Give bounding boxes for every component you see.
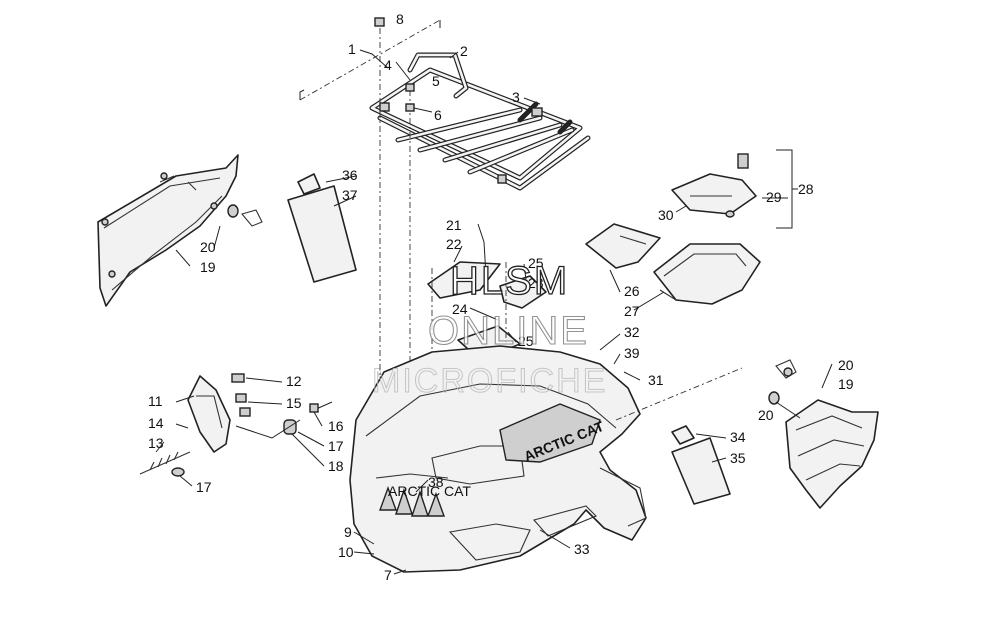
callout-20-left: 20 <box>200 239 216 255</box>
callout-26: 26 <box>624 283 640 299</box>
callout-37: 37 <box>342 187 358 203</box>
callout-24: 24 <box>452 301 468 317</box>
right-side-panel <box>615 359 879 509</box>
callout-7: 7 <box>384 567 392 583</box>
watermark-line-1: HLSM <box>450 259 569 303</box>
callout-28: 28 <box>798 181 814 197</box>
callout-23: 23 <box>528 275 544 291</box>
callout-12: 12 <box>286 373 302 389</box>
callout-14: 14 <box>148 415 164 431</box>
watermark-line-2: ONLINE <box>428 309 589 353</box>
callout-19-left: 19 <box>200 259 216 275</box>
callout-36: 36 <box>342 167 358 183</box>
callout-27: 27 <box>624 303 640 319</box>
left-side-panel <box>97 154 263 307</box>
grille-badge-text: ARCTIC CAT <box>388 483 471 499</box>
callout-9: 9 <box>344 524 352 540</box>
callout-19-right: 19 <box>838 376 854 392</box>
callout-13: 13 <box>148 435 164 451</box>
watermark-line-3: MICROFICHE <box>372 362 607 400</box>
callout-6: 6 <box>434 107 442 123</box>
callout-25-bottom: 25 <box>518 333 534 349</box>
callout-17-lower: 17 <box>196 479 212 495</box>
callout-30: 30 <box>658 207 674 223</box>
callout-4: 4 <box>384 57 392 73</box>
callout-35: 35 <box>730 450 746 466</box>
callout-1: 1 <box>348 41 356 57</box>
callout-2: 2 <box>460 43 468 59</box>
callout-10: 10 <box>338 544 354 560</box>
callout-38: 38 <box>428 474 444 490</box>
callout-15: 15 <box>286 395 302 411</box>
callout-32: 32 <box>624 324 640 340</box>
callout-39: 39 <box>624 345 640 361</box>
headlight-assembly <box>139 373 333 477</box>
callout-11: 11 <box>148 393 163 409</box>
callout-16: 16 <box>328 418 344 434</box>
callout-31: 31 <box>648 372 664 388</box>
leader-lines <box>155 49 833 575</box>
callout-8: 8 <box>396 11 404 27</box>
callout-5: 5 <box>432 73 440 89</box>
callout-22: 22 <box>446 236 462 252</box>
callout-29: 29 <box>766 189 782 205</box>
callout-20-right-top: 20 <box>838 357 854 373</box>
callout-33: 33 <box>574 541 590 557</box>
callout-3: 3 <box>512 89 520 105</box>
callout-21: 21 <box>446 217 462 233</box>
storage-compartment <box>585 149 798 305</box>
front-fender-body: ARCTIC CAT ARCTIC CAT <box>349 345 647 573</box>
callout-17-upper: 17 <box>328 438 344 454</box>
callout-20-right: 20 <box>758 407 774 423</box>
front-rack <box>299 19 591 191</box>
callout-25-top: 25 <box>528 255 544 271</box>
decals-right <box>671 425 731 505</box>
callout-34: 34 <box>730 429 746 445</box>
callout-labels: 1 2 3 4 5 6 8 20 19 36 37 21 22 25 23 24… <box>148 11 854 583</box>
decals-left <box>287 173 357 283</box>
callout-18: 18 <box>328 458 344 474</box>
watermark: HLSM ONLINE MICROFICHE <box>372 258 607 400</box>
